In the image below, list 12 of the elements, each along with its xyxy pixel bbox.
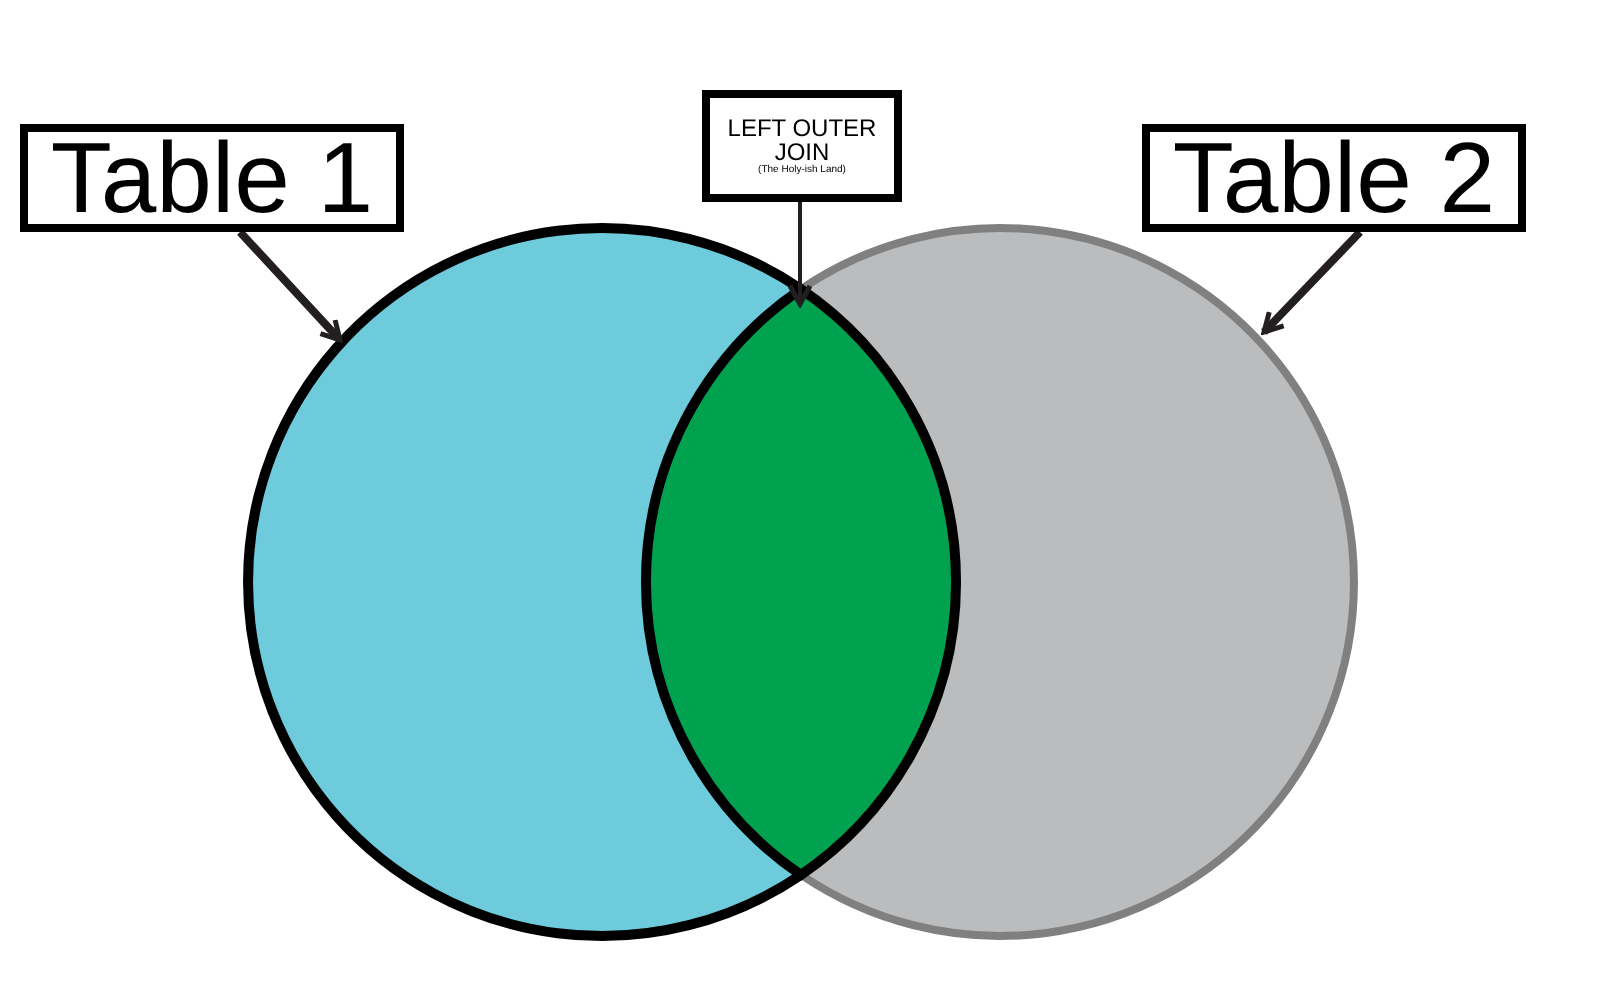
label-text: Table 1 bbox=[50, 125, 374, 231]
arrow bbox=[1261, 229, 1363, 335]
intersection-lens bbox=[638, 282, 964, 882]
venn-circle-region bbox=[798, 222, 1360, 942]
label-text: LEFT OUTER JOIN bbox=[725, 115, 879, 166]
arrow bbox=[787, 202, 813, 307]
arrow bbox=[237, 229, 343, 343]
venn-circle-region bbox=[242, 222, 804, 942]
label-box bbox=[1142, 124, 1526, 232]
label-box bbox=[702, 90, 902, 202]
label-text: Table 2 bbox=[1172, 125, 1496, 231]
label-box bbox=[20, 124, 404, 232]
